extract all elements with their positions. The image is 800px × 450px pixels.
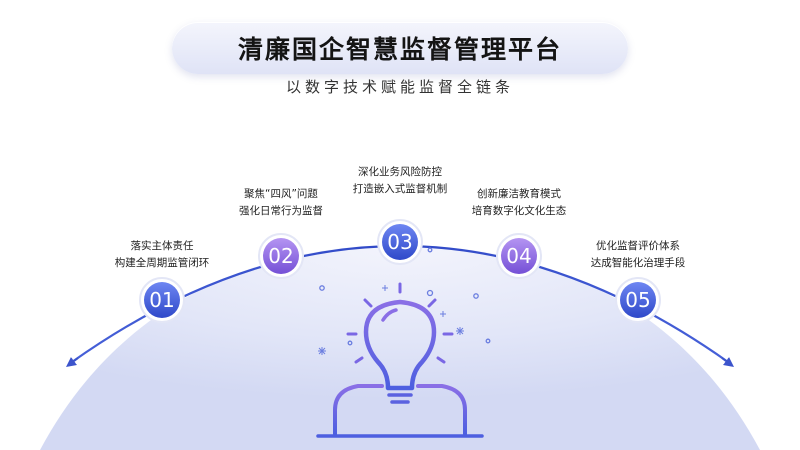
arc-arrow-left (66, 357, 79, 367)
step-node-05: 05 (615, 277, 661, 323)
step-label-05: 优化监督评价体系达成智能化治理手段 (553, 238, 723, 272)
step-number: 04 (506, 244, 531, 268)
step-number: 03 (387, 230, 412, 254)
step-node-circle (382, 224, 418, 260)
lightbulb-person-icon (316, 282, 484, 438)
step-label-03: 深化业务风险防控打造嵌入式监督机制 (315, 164, 485, 198)
step-node-circle (620, 282, 656, 318)
sparkle-decorations (318, 247, 491, 355)
step-label-line2: 达成智能化治理手段 (590, 257, 686, 269)
step-label-line1: 落实主体责任 (130, 240, 194, 252)
step-label-line1: 聚焦“四风”问题 (244, 188, 318, 200)
step-label-line2: 构建全周期监管闭环 (114, 257, 210, 269)
step-number: 05 (625, 288, 650, 312)
step-number: 02 (268, 244, 293, 268)
arc-arrow-right (721, 357, 734, 367)
step-node-02: 02 (258, 233, 304, 279)
step-number: 01 (149, 288, 174, 312)
step-node-04: 04 (496, 233, 542, 279)
step-node-circle (263, 238, 299, 274)
page-subtitle: 以数字技术赋能监督全链条 (285, 78, 514, 96)
step-label-line2: 培育数字化文化生态 (471, 205, 567, 217)
step-label-line1: 优化监督评价体系 (596, 240, 680, 252)
step-label-line2: 强化日常行为监督 (239, 205, 323, 217)
step-node-01: 01 (139, 277, 185, 323)
step-node-circle (144, 282, 180, 318)
step-label-line1: 深化业务风险防控 (358, 166, 442, 178)
step-label-01: 落实主体责任构建全周期监管闭环 (77, 238, 247, 272)
step-label-02: 聚焦“四风”问题强化日常行为监督 (196, 186, 366, 220)
step-node-03: 03 (377, 219, 423, 265)
page-title: 清廉国企智慧监督管理平台 (237, 35, 562, 64)
title-banner: 清廉国企智慧监督管理平台 (172, 22, 628, 74)
step-label-04: 创新廉洁教育模式培育数字化文化生态 (434, 186, 604, 220)
step-label-line2: 打造嵌入式监督机制 (352, 183, 448, 195)
step-label-line1: 创新廉洁教育模式 (477, 188, 561, 200)
step-node-circle (501, 238, 537, 274)
dome-background (40, 245, 760, 450)
